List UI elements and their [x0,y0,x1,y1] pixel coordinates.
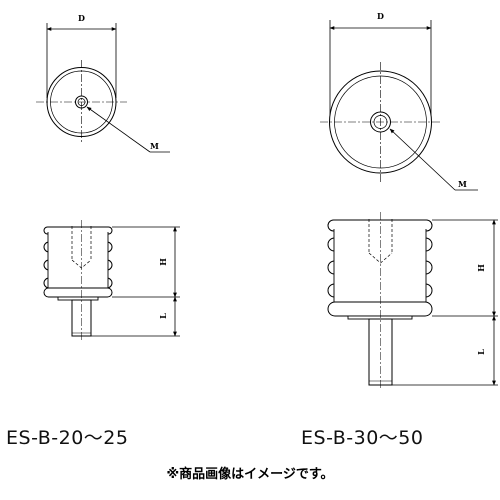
model-name-large: ES-B-30～50 [301,427,424,449]
image-disclaimer-note: ※商品画像はイメージです。 [166,467,334,482]
small-side-view: H L [43,220,180,340]
small-length-label: L [158,313,168,319]
small-height-label: H [158,258,168,266]
large-diameter-label: D [377,11,384,21]
large-length-label: L [476,349,486,355]
small-top-view: D M [36,13,170,153]
large-top-view: D M [320,11,478,191]
small-diameter-label: D [78,13,85,23]
large-thread-label: M [458,179,467,189]
small-thread-label: M [150,141,159,151]
large-side-view: H L [327,212,498,390]
large-height-label: H [476,264,486,272]
model-name-small: ES-B-20～25 [6,427,129,449]
